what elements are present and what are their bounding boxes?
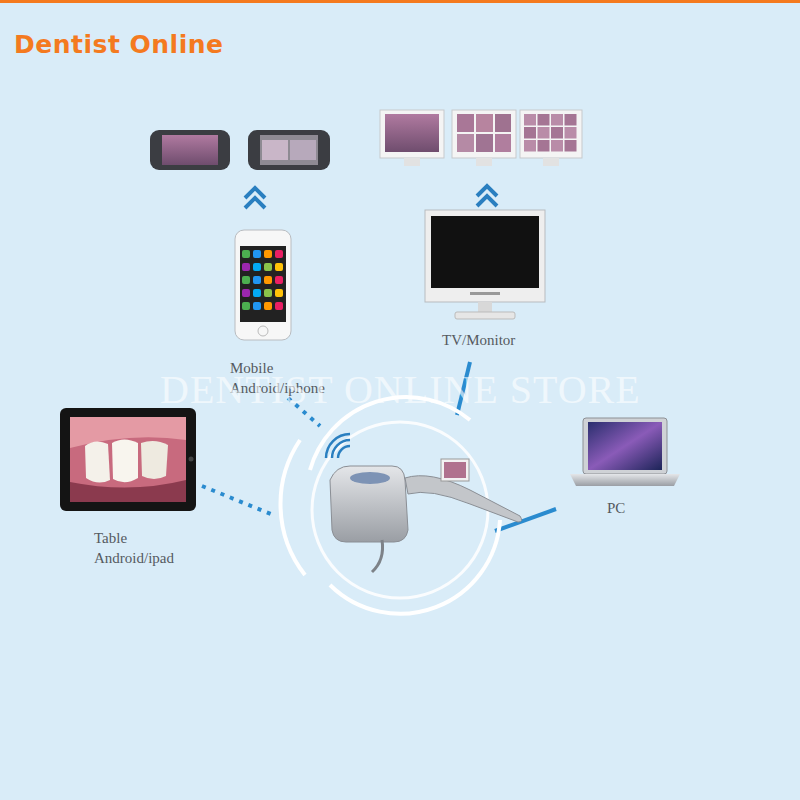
- app-icon: [275, 289, 283, 297]
- image-tile: [565, 140, 577, 152]
- app-icon: [253, 276, 261, 284]
- app-icon: [264, 250, 272, 258]
- image-tile: [538, 127, 550, 139]
- image-tile: [524, 127, 536, 139]
- image-tile: [565, 127, 577, 139]
- app-icon: [275, 276, 283, 284]
- app-icon: [242, 276, 250, 284]
- app-icon: [275, 250, 283, 258]
- app-icon: [242, 250, 250, 258]
- image-tile: [551, 127, 563, 139]
- image-tile: [551, 114, 563, 126]
- image-tile: [538, 114, 550, 126]
- image-tile: [524, 140, 536, 152]
- image-tile: [565, 114, 577, 126]
- device-label: PC: [607, 498, 625, 518]
- app-icon: [253, 302, 261, 310]
- brand-logo: Dentist Online: [14, 30, 224, 59]
- app-icon: [253, 263, 261, 271]
- app-icon: [242, 302, 250, 310]
- app-icon: [264, 289, 272, 297]
- app-icon: [242, 263, 250, 271]
- watermark: DENTIST ONLINE STORE: [160, 366, 641, 413]
- app-icon: [275, 263, 283, 271]
- app-icon: [242, 289, 250, 297]
- app-icon: [264, 263, 272, 271]
- device-label: TV/Monitor: [442, 330, 515, 350]
- image-tile: [551, 140, 563, 152]
- device-label: Table Android/ipad: [94, 528, 194, 568]
- app-icon: [275, 302, 283, 310]
- image-tile: [524, 114, 536, 126]
- app-icon: [253, 289, 261, 297]
- image-tile: [538, 140, 550, 152]
- app-icon: [264, 276, 272, 284]
- app-icon: [253, 250, 261, 258]
- app-icon: [264, 302, 272, 310]
